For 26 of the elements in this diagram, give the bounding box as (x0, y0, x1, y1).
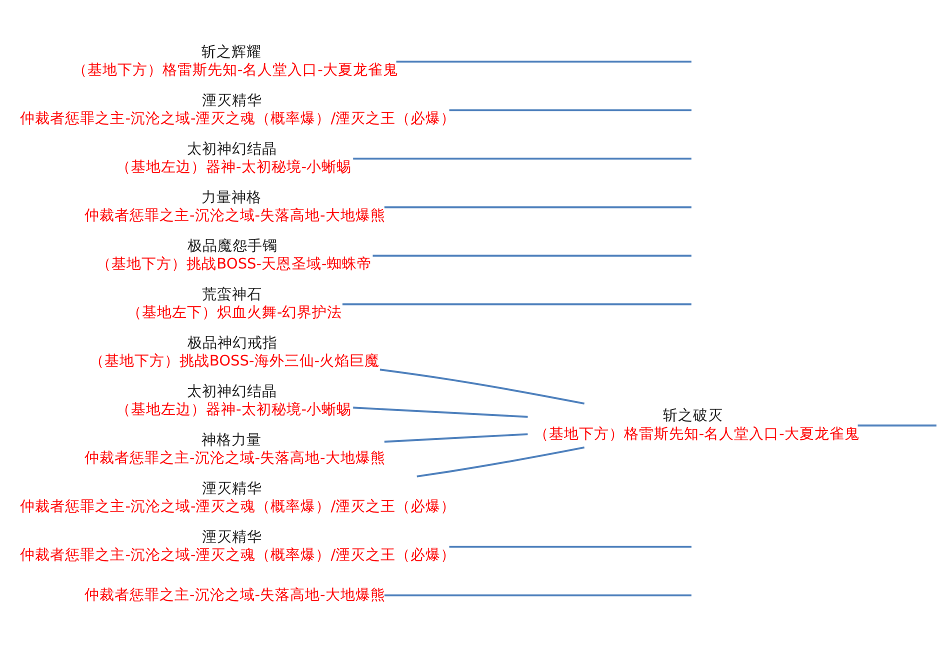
node-text: 荒蛮神石 （基地左下）炽血火舞-幻界护法 (126, 286, 342, 322)
connector (416, 446, 585, 478)
connector (372, 254, 692, 257)
connector (396, 60, 692, 63)
node-text: 湮灭精华 仲裁者惩罪之主-沉沦之域-湮灭之魂（概率爆）/湮灭之王（必爆） (20, 528, 456, 564)
node-text: 湮灭精华 仲裁者惩罪之主-沉沦之域-湮灭之魂（概率爆）/湮灭之王（必爆） (20, 92, 456, 128)
node-text: 斩之破灭 （基地下方）格雷斯先知-名人堂入口-大夏龙雀鬼 (534, 407, 860, 442)
node-text: 太初神幻结晶 （基地左边）器神-太初秘境-小蜥蜴 (116, 382, 352, 418)
connector (449, 109, 692, 112)
connector (384, 433, 528, 443)
node-text: 极品神幻戒指 （基地下方）挑战BOSS-海外三仙-火焰巨魔 (89, 334, 380, 370)
node-text: 斩之辉耀 （基地下方）格雷斯先知-名人堂入口-大夏龙雀鬼 (72, 43, 398, 79)
connector (353, 406, 528, 418)
connector (342, 303, 692, 306)
connector (449, 546, 692, 548)
connector (380, 368, 585, 405)
node-text: 极品魔怨手镯 （基地下方）挑战BOSS-天恩圣域-蜘蛛帝 (96, 237, 372, 273)
node-text: 太初神幻结晶 （基地左边）器神-太初秘境-小蜥蜴 (116, 140, 352, 176)
connector (858, 424, 936, 426)
connector (384, 206, 692, 208)
node-text: 仲裁者惩罪之主-沉沦之域-失落高地-大地爆熊 (84, 586, 386, 604)
connector (384, 594, 692, 596)
node-text: 力量神格 仲裁者惩罪之主-沉沦之域-失落高地-大地爆熊 (84, 188, 386, 224)
connector (353, 158, 692, 160)
node-text: 湮灭精华 仲裁者惩罪之主-沉沦之域-湮灭之魂（概率爆）/湮灭之王（必爆） (20, 480, 456, 516)
node-text: 神格力量 仲裁者惩罪之主-沉沦之域-失落高地-大地爆熊 (84, 431, 386, 467)
